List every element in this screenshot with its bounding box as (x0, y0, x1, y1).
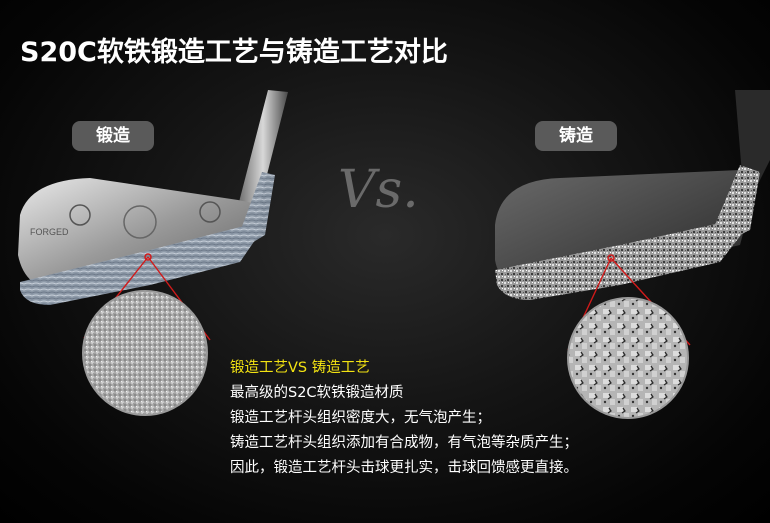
cast-label: 铸造 (535, 121, 617, 151)
svg-text:FORGED: FORGED (30, 227, 69, 237)
description-line: 最高级的S2C软铁锻造材质 (230, 385, 404, 401)
description-line: 锻造工艺杆头组织密度大，无气泡产生； (230, 410, 491, 426)
cast-microstructure (567, 254, 691, 419)
description-line: 因此，锻造工艺杆头击球更扎实，击球回馈感更直接。 (230, 460, 578, 476)
description-block: 锻造工艺VS 铸造工艺 最高级的S2C软铁锻造材质 锻造工艺杆头组织密度大，无气… (230, 356, 578, 481)
cast-club-image (495, 90, 770, 300)
forged-microstructure (82, 253, 211, 416)
forged-label: 锻造 (72, 121, 154, 151)
description-heading: 锻造工艺VS 铸造工艺 (230, 360, 370, 376)
forged-club-image: FORGED (18, 90, 288, 305)
vs-text: Vs. (338, 160, 419, 220)
page-title: S20C软铁锻造工艺与铸造工艺对比 (20, 37, 448, 68)
description-line: 铸造工艺杆头组织添加有合成物，有气泡等杂质产生； (230, 435, 578, 451)
